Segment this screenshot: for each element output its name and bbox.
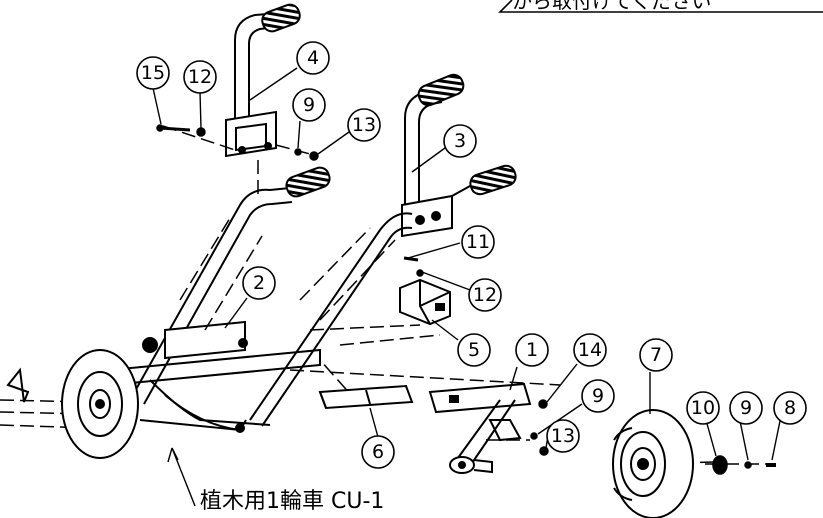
callout-label: 7 (650, 344, 662, 366)
handle-part-3 (401, 73, 517, 238)
callout-9c: 9 (729, 391, 763, 425)
axle-arm-part-1 (428, 382, 532, 474)
callout-label: 12 (188, 66, 212, 88)
callout-label: 9 (740, 397, 752, 419)
callout-label: 12 (473, 284, 497, 306)
callout-3: 3 (443, 124, 477, 158)
callout-12b: 12 (468, 278, 502, 312)
callout-label: 4 (307, 47, 319, 69)
callout-13b: 13 (546, 419, 580, 453)
callout-label: 13 (352, 114, 376, 136)
callout-8: 8 (773, 391, 807, 425)
callout-7: 7 (639, 338, 673, 372)
callout-9: 9 (292, 88, 326, 122)
callout-label: 6 (372, 441, 384, 463)
callout-15: 15 (136, 56, 170, 90)
callout-label: 1 (526, 339, 538, 361)
callout-label: 14 (578, 339, 602, 361)
callout-12: 12 (183, 60, 217, 94)
leader-lines (152, 67, 782, 507)
callout-5: 5 (457, 333, 491, 367)
callout-label: 10 (691, 397, 715, 419)
top-note: から取付けてください (498, 0, 823, 13)
callout-label: 2 (253, 272, 265, 294)
callouts: 15 12 4 9 13 3 11 12 2 5 1 14 7 9 13 6 1… (136, 41, 807, 469)
callout-11: 11 (461, 225, 495, 259)
bracket-part-5 (399, 278, 451, 326)
top-note-text: から取付けてください (512, 0, 711, 13)
hardware (156, 124, 776, 475)
callout-1: 1 (515, 333, 549, 367)
callout-label: 15 (141, 62, 165, 84)
callout-label: 3 (454, 130, 466, 152)
callout-4: 4 (296, 41, 330, 75)
frame-part-2 (109, 166, 413, 433)
callout-6: 6 (361, 435, 395, 469)
wheel-part-7 (612, 409, 694, 518)
callout-13: 13 (347, 108, 381, 142)
callout-label: 13 (551, 425, 575, 447)
callout-10: 10 (686, 391, 720, 425)
callout-label: 5 (468, 339, 480, 361)
sleeve-part-6 (318, 384, 414, 410)
handle-part-4 (225, 3, 301, 158)
callout-14: 14 (573, 333, 607, 367)
left-wheel (6, 349, 139, 459)
product-caption: 植木用1輪車 CU-1 (200, 489, 384, 514)
callout-2: 2 (242, 266, 276, 300)
callout-label: 9 (303, 94, 315, 116)
callout-label: 9 (592, 385, 604, 407)
callout-9b: 9 (581, 379, 615, 413)
callout-label: 8 (784, 397, 796, 419)
callout-label: 11 (466, 231, 490, 253)
